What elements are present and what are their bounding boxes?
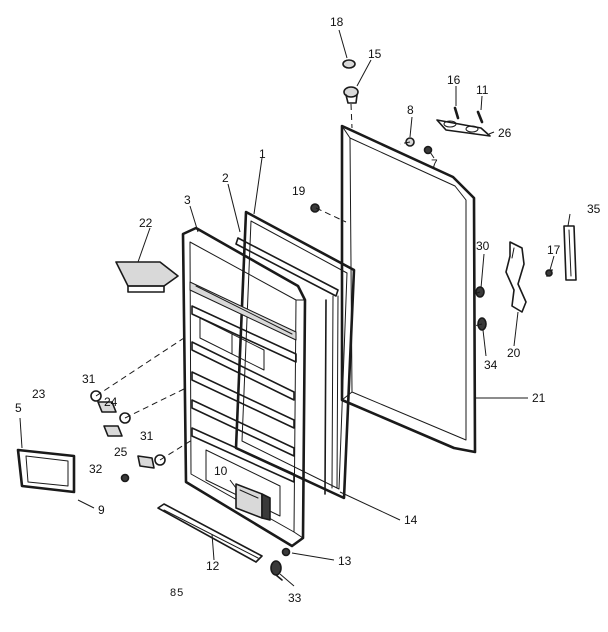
dairy-door bbox=[16, 448, 76, 494]
callout-18: 18 bbox=[330, 15, 344, 29]
callout-19: 19 bbox=[292, 184, 306, 198]
callout-12: 12 bbox=[206, 559, 220, 573]
callout-11: 11 bbox=[476, 83, 489, 97]
bottom-trim-strip bbox=[157, 503, 263, 563]
callout-31-lower: 31 bbox=[140, 429, 154, 443]
callout-30: 30 bbox=[476, 239, 490, 253]
callout-26: 26 bbox=[498, 126, 512, 140]
callout-22: 22 bbox=[139, 216, 153, 230]
callout-3: 3 bbox=[184, 193, 191, 207]
callout-8: 8 bbox=[407, 103, 414, 117]
callout-34: 34 bbox=[484, 358, 498, 372]
callout-25: 25 bbox=[114, 445, 128, 459]
callout-5: 5 bbox=[15, 401, 22, 415]
diagram-caption: 85 bbox=[170, 587, 184, 599]
callout-31-upper: 31 bbox=[82, 372, 96, 386]
callout-17: 17 bbox=[547, 243, 561, 257]
leader-lines bbox=[19, 29, 571, 587]
callout-23: 23 bbox=[32, 387, 46, 401]
breaker-strip bbox=[235, 237, 339, 495]
callout-16: 16 bbox=[447, 73, 461, 87]
shelf-cap bbox=[115, 261, 179, 293]
callout-32: 32 bbox=[89, 462, 103, 476]
callout-21: 21 bbox=[532, 391, 546, 405]
callout-9: 9 bbox=[98, 503, 105, 517]
latch-block bbox=[235, 483, 271, 521]
assembly-lines bbox=[95, 103, 483, 461]
inner-door-liner bbox=[181, 226, 307, 548]
hardware bbox=[90, 59, 577, 581]
callout-14: 14 bbox=[404, 513, 418, 527]
callout-35: 35 bbox=[587, 202, 601, 216]
callout-labels: 18 15 16 11 8 26 7 1 2 19 3 35 22 30 17 … bbox=[15, 15, 601, 605]
callout-7: 7 bbox=[431, 157, 438, 171]
outer-door-panel bbox=[340, 124, 477, 454]
callout-24: 24 bbox=[104, 395, 118, 409]
callout-2: 2 bbox=[222, 171, 229, 185]
callout-1: 1 bbox=[259, 147, 266, 161]
callout-20: 20 bbox=[507, 346, 521, 360]
callout-13: 13 bbox=[338, 554, 352, 568]
callout-10: 10 bbox=[214, 464, 228, 478]
callout-15: 15 bbox=[368, 47, 382, 61]
callout-33: 33 bbox=[288, 591, 302, 605]
